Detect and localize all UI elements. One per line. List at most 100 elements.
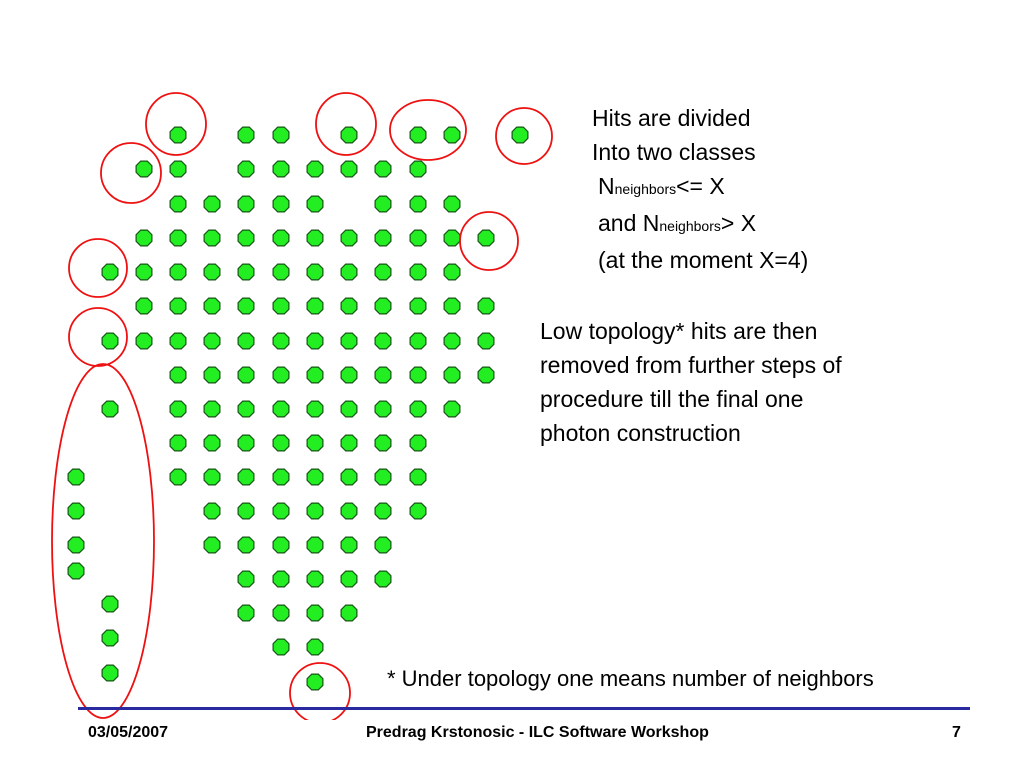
hit-cell [237, 366, 255, 384]
removal-line: procedure till the final one [540, 386, 804, 412]
hit-cell [443, 195, 461, 213]
hit-cell [409, 263, 427, 281]
hit-cell [169, 468, 187, 486]
hit-cell [374, 229, 392, 247]
hit-cell [306, 502, 324, 520]
hit-cell [477, 297, 495, 315]
n-symbol: N [598, 173, 615, 199]
hit-cell [374, 434, 392, 452]
hit-cell [237, 502, 255, 520]
hit-cell [272, 229, 290, 247]
low-topology-highlight [51, 363, 155, 719]
hit-cell [306, 332, 324, 350]
hit-cell [101, 400, 119, 418]
hit-cell [340, 332, 358, 350]
classes-text: Hits are divided Into two classes Nneigh… [592, 101, 808, 277]
hit-cell [340, 434, 358, 452]
hit-cell [409, 332, 427, 350]
hit-cell [306, 195, 324, 213]
hit-cell [169, 400, 187, 418]
hit-cell [306, 366, 324, 384]
hit-cell [272, 160, 290, 178]
hit-cell [169, 160, 187, 178]
low-topology-highlight [145, 92, 207, 156]
neighbors-subscript: neighbors [614, 181, 677, 197]
hit-cell [101, 263, 119, 281]
hit-cell [374, 297, 392, 315]
footer-rule [78, 707, 970, 710]
hit-cell [237, 536, 255, 554]
condition-le: <= X [676, 173, 725, 199]
hit-cell [101, 629, 119, 647]
hit-cell [272, 502, 290, 520]
page-number: 7 [952, 724, 961, 741]
hit-cell [101, 595, 119, 613]
hit-cell [340, 160, 358, 178]
hit-cell [477, 332, 495, 350]
hit-cell [374, 570, 392, 588]
condition-gt: > X [720, 210, 757, 236]
hit-cell [443, 400, 461, 418]
hit-cell [409, 195, 427, 213]
hit-cell [237, 126, 255, 144]
hit-cell [443, 126, 461, 144]
hit-cell [272, 126, 290, 144]
hit-cell [340, 126, 358, 144]
hit-cell [169, 195, 187, 213]
hit-cell [272, 570, 290, 588]
hit-cell [237, 195, 255, 213]
hit-cell [169, 263, 187, 281]
hit-cell [169, 229, 187, 247]
removal-line: photon construction [540, 420, 741, 446]
classes-line-4: and Nneighbors> X [592, 206, 808, 243]
hit-cell [169, 297, 187, 315]
hit-cell [340, 536, 358, 554]
hit-cell [237, 297, 255, 315]
hit-cell [203, 400, 221, 418]
hit-cell [272, 195, 290, 213]
neighbors-subscript-2: neighbors [659, 218, 721, 234]
hit-cell [272, 400, 290, 418]
hit-cell [443, 366, 461, 384]
low-topology-highlight [68, 307, 128, 367]
hit-cell [409, 297, 427, 315]
low-topology-highlight [389, 99, 467, 161]
hit-cell [306, 400, 324, 418]
hit-cell [272, 468, 290, 486]
hit-cell [203, 434, 221, 452]
hit-cell [340, 570, 358, 588]
hit-cell [203, 366, 221, 384]
hit-cell [272, 263, 290, 281]
hit-cell [477, 366, 495, 384]
hit-cell [272, 638, 290, 656]
hit-cell [306, 229, 324, 247]
hit-cell [443, 229, 461, 247]
hit-cell [272, 604, 290, 622]
low-topology-highlight [68, 238, 128, 298]
hit-cell [135, 332, 153, 350]
hit-cell [237, 468, 255, 486]
hit-cell [135, 160, 153, 178]
hit-cell [237, 160, 255, 178]
removal-text: Low topology* hits are then removed from… [540, 314, 842, 450]
hit-cell [306, 570, 324, 588]
hit-cell [409, 502, 427, 520]
hit-cell [272, 536, 290, 554]
hit-cell [374, 195, 392, 213]
hit-cell [340, 400, 358, 418]
hit-cell [443, 263, 461, 281]
hit-cell [340, 366, 358, 384]
hit-cell [67, 562, 85, 580]
low-topology-highlight [315, 92, 377, 156]
hit-cell [374, 468, 392, 486]
hit-cell [203, 536, 221, 554]
hit-cell [409, 366, 427, 384]
hit-cell [67, 502, 85, 520]
hit-cell [306, 297, 324, 315]
hit-cell [306, 536, 324, 554]
hit-cell [340, 297, 358, 315]
hit-cell [169, 126, 187, 144]
hit-cell [101, 332, 119, 350]
classes-line-3: Nneighbors<= X [592, 169, 808, 206]
hit-cell [237, 229, 255, 247]
